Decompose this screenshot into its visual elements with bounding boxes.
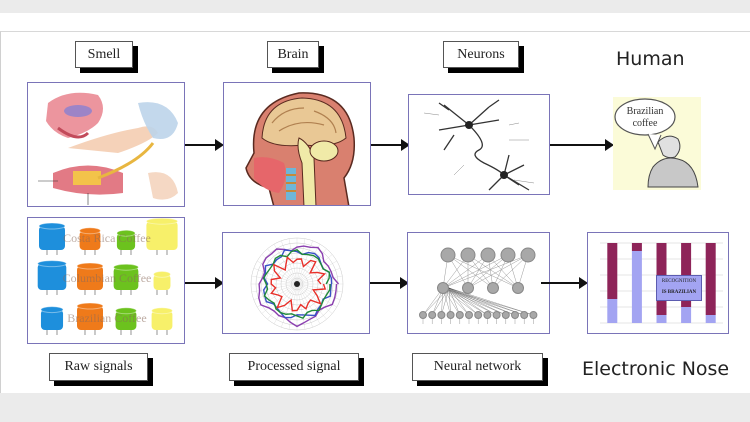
sensor-cylinder: [40, 306, 64, 335]
radar-series-green: [262, 249, 331, 320]
processed-signal-panel: [222, 232, 370, 334]
label-processed-signal: Processed signal: [229, 353, 359, 381]
sensor-row-label: Columbian Coffee: [63, 271, 152, 285]
sensor-cylinder: [151, 307, 173, 335]
hidden-neuron: [512, 282, 524, 294]
label-raw-signals: Raw signals: [49, 353, 148, 381]
sensor-cylinder: [113, 263, 139, 295]
human-thinking-illustration: Brazilian coffee: [614, 98, 699, 188]
output-neuron: [520, 247, 536, 263]
recognition-result-box: RECOGNITION IS BRAZILIAN: [656, 275, 702, 301]
smell-anatomy-panel: [27, 82, 185, 207]
input-neuron: [419, 311, 427, 319]
arrow-network-to-nose: [541, 277, 588, 289]
sensor-row-label: Brazilian Coffee: [67, 311, 146, 325]
bar-upper: [607, 243, 618, 299]
input-neuron: [520, 311, 529, 319]
hidden-neuron: [487, 282, 499, 294]
radar-series-blue: [262, 249, 333, 319]
label-brain: Brain: [267, 41, 319, 68]
neurons-illustration: [423, 99, 535, 191]
label-processed-signal-text: Processed signal: [247, 359, 341, 374]
electronic-nose-chart-panel: RECOGNITION IS BRAZILIAN: [587, 232, 729, 334]
bar-lower: [681, 307, 692, 323]
bar-lower: [631, 251, 642, 323]
input-neuron: [455, 311, 464, 319]
radar-plot: [250, 237, 344, 331]
output-neuron: [460, 247, 476, 263]
output-neuron: [480, 247, 496, 263]
hidden-neuron: [462, 282, 474, 294]
input-neuron: [428, 311, 437, 319]
input-neuron: [446, 311, 455, 319]
sensor-cylinder: [76, 302, 104, 335]
sensor-cylinder: [38, 222, 66, 255]
output-neuron: [500, 247, 516, 263]
label-raw-signals-text: Raw signals: [64, 359, 133, 374]
speech-bubble-line-1: Brazilian: [627, 106, 664, 117]
label-smell-text: Smell: [87, 46, 121, 62]
input-neuron: [511, 311, 519, 319]
nose-anatomy-illustration: [38, 92, 178, 205]
bar-upper: [631, 243, 642, 251]
arrow-raw-to-processed: [185, 277, 224, 289]
sensor-row-label: Costa Rica Coffee: [63, 231, 151, 245]
sensor-cylinder: [116, 229, 136, 255]
arrow-neurons-to-human: [550, 139, 614, 151]
hidden-neuron: [437, 282, 449, 294]
neural-network-panel: [407, 232, 550, 334]
input-neuron: [483, 311, 492, 319]
radar-series-purple: [258, 245, 340, 328]
label-smell: Smell: [75, 41, 133, 68]
result-line-2: IS BRAZILIAN: [661, 290, 697, 295]
label-electronic-nose: Electronic Nose: [582, 358, 730, 380]
bar-lower: [607, 299, 618, 323]
sensor-cylinder: [153, 270, 171, 295]
speech-bubble-line-2: coffee: [633, 118, 658, 129]
label-human: Human: [616, 48, 685, 70]
label-neural-network: Neural network: [412, 353, 543, 381]
input-neuron: [465, 311, 473, 319]
human-panel: Brazilian coffee: [613, 97, 701, 190]
arrow-brain-to-neurons: [371, 139, 410, 151]
input-neuron: [474, 311, 483, 319]
neural-network-diagram: [419, 247, 538, 324]
result-line-1: RECOGNITION: [661, 279, 697, 284]
label-neurons-text: Neurons: [457, 46, 505, 62]
input-neuron: [492, 311, 501, 319]
bar-upper: [705, 243, 716, 315]
sensor-cylinder: [79, 227, 101, 255]
brain-anatomy-panel: [223, 82, 371, 206]
input-neuron: [437, 311, 446, 319]
sensor-cylinder: [115, 307, 137, 335]
sensor-cylinder: [37, 260, 67, 295]
neurons-panel: [408, 94, 550, 195]
brain-head-illustration: [245, 92, 356, 205]
radar-series-red: [270, 255, 327, 312]
output-neuron: [440, 247, 456, 263]
bar-lower: [656, 315, 667, 323]
input-neuron: [529, 311, 538, 319]
sensor-cylinder: [145, 218, 179, 255]
label-neural-network-text: Neural network: [433, 359, 522, 374]
input-neuron: [501, 311, 510, 319]
label-brain-text: Brain: [277, 46, 309, 62]
arrow-processed-to-network: [370, 277, 409, 289]
sensor-cylinder: [76, 262, 104, 295]
arrow-smell-to-brain: [185, 139, 224, 151]
label-neurons: Neurons: [443, 41, 519, 68]
bar-lower: [705, 315, 716, 323]
